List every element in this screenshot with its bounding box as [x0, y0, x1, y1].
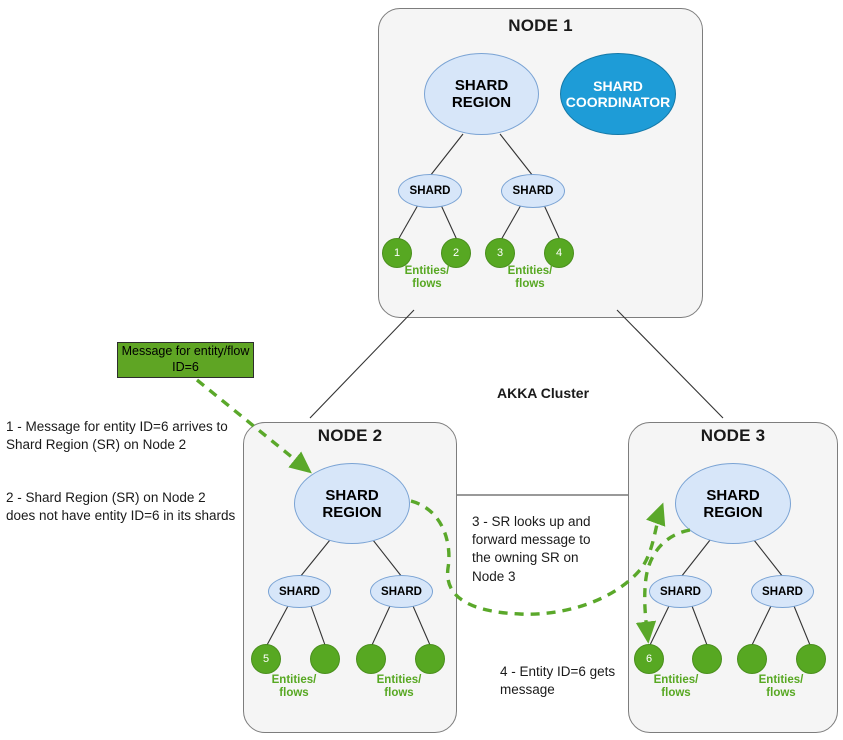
flow-arrow-step-3 — [410, 499, 666, 616]
shard-region-node-1[interactable]: SHARD REGION — [424, 53, 539, 135]
flow-arrow-step-4 — [635, 528, 691, 644]
entities-flows-label-node-3-b: Entities/ flows — [758, 674, 804, 700]
note-step-4: 4 - Entity ID=6 gets message — [500, 664, 616, 698]
entity-node-1-2[interactable]: 2 — [441, 238, 471, 268]
cluster-label: AKKA Cluster — [496, 385, 590, 401]
entity-node-2-5[interactable]: 5 — [251, 644, 281, 674]
shard-region-node-2[interactable]: SHARD REGION — [294, 463, 410, 544]
flow-arrow-step-1 — [195, 378, 312, 474]
note-step-3: 3 - SR looks up and forward message to t… — [472, 514, 591, 584]
shard-coordinator-node-1[interactable]: SHARD COORDINATOR — [560, 53, 676, 135]
shard-node-3-a[interactable]: SHARD — [649, 575, 712, 608]
shard-node-1-b[interactable]: SHARD — [501, 174, 565, 208]
entity-node-3-6[interactable]: 6 — [634, 644, 664, 674]
shard-node-2-b[interactable]: SHARD — [370, 575, 433, 608]
note-step-1: 1 - Message for entity ID=6 arrives to S… — [6, 419, 228, 453]
entity-node-2-b[interactable] — [310, 644, 340, 674]
entity-node-1-1[interactable]: 1 — [382, 238, 412, 268]
shard-node-1-a[interactable]: SHARD — [398, 174, 462, 208]
entity-node-3-c[interactable] — [737, 644, 767, 674]
entities-flows-label-node-2-a: Entities/ flows — [271, 674, 317, 700]
entity-node-3-d[interactable] — [796, 644, 826, 674]
shard-node-3-b[interactable]: SHARD — [751, 575, 814, 608]
entities-flows-label-node-2-b: Entities/ flows — [376, 674, 422, 700]
node-title-node-3: NODE 3 — [700, 426, 766, 445]
entities-flows-label-node-1-a: Entities/ flows — [404, 265, 450, 291]
entity-node-1-3[interactable]: 3 — [485, 238, 515, 268]
shard-region-node-3[interactable]: SHARD REGION — [675, 463, 791, 544]
entity-node-2-d[interactable] — [415, 644, 445, 674]
message-box[interactable]: Message for entity/flow ID=6 — [117, 342, 254, 378]
node-title-node-1: NODE 1 — [508, 16, 573, 35]
entities-flows-label-node-1-b: Entities/ flows — [507, 265, 553, 291]
shard-node-2-a[interactable]: SHARD — [268, 575, 331, 608]
note-step-2: 2 - Shard Region (SR) on Node 2 does not… — [6, 490, 236, 524]
entities-flows-label-node-3-a: Entities/ flows — [653, 674, 699, 700]
entity-node-1-4[interactable]: 4 — [544, 238, 574, 268]
entity-node-3-b[interactable] — [692, 644, 722, 674]
node-title-node-2: NODE 2 — [317, 426, 383, 445]
entity-node-2-c[interactable] — [356, 644, 386, 674]
